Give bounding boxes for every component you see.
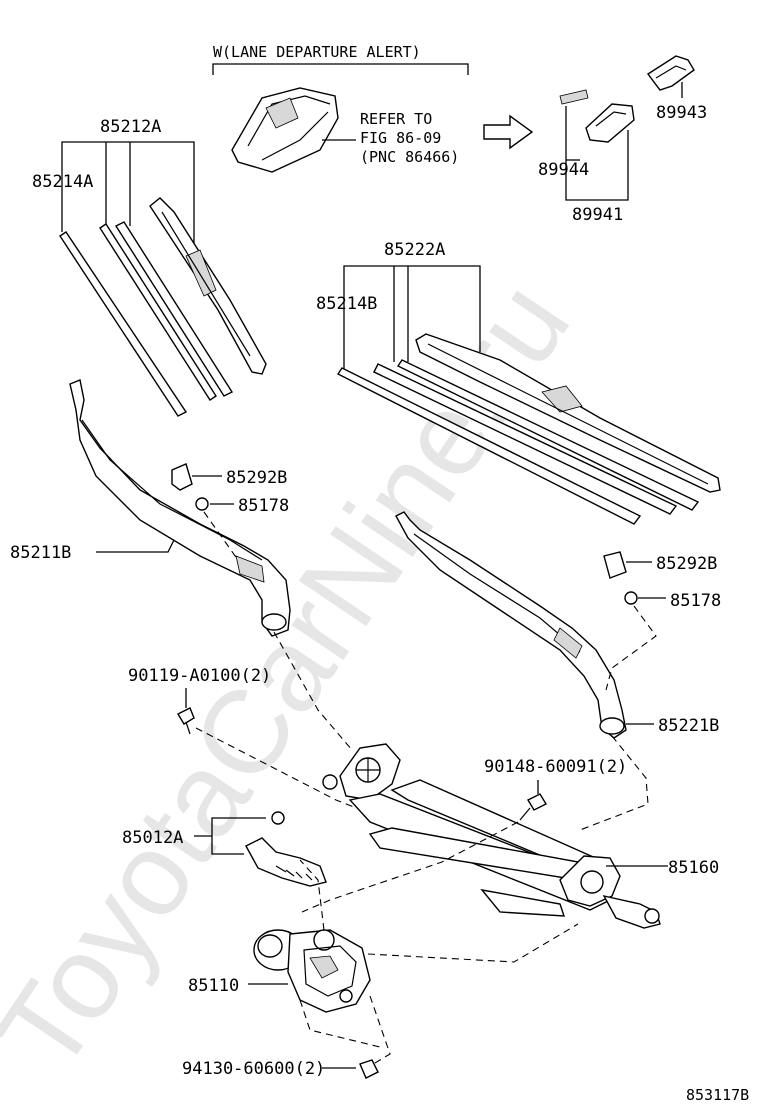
label-94130: 94130-60600(2) (182, 1059, 325, 1079)
cap-85292B-left (171, 463, 193, 491)
label-85012A: 85012A (122, 828, 183, 848)
pad-89944 (559, 89, 589, 105)
bracket-85212A-ticks (105, 142, 131, 226)
arrow-icon (483, 114, 534, 150)
wiper-arm-85211B (69, 379, 291, 637)
variant-label: W(LANE DEPARTURE ALERT) (213, 43, 421, 61)
bracket-85222A (343, 265, 481, 372)
label-90119: 90119-A0100(2) (128, 666, 271, 686)
wiper-arm-85221B (395, 511, 627, 739)
refer-text-3: (PNC 86466) (360, 148, 459, 166)
label-85211B: 85211B (10, 543, 71, 563)
blade-strip-1 (99, 223, 217, 401)
blade-strip-3 (373, 363, 678, 515)
nut-85178-right (624, 591, 638, 605)
dash-bolt-90148 (301, 821, 519, 913)
refill-85214A (59, 231, 188, 417)
bolt-90148 (519, 793, 547, 821)
label-89944: 89944 (538, 160, 589, 180)
label-85160: 85160 (668, 858, 719, 878)
wiper-motor-85110 (253, 929, 371, 1013)
clip-89943 (646, 55, 695, 91)
cap-85292B-right (603, 551, 627, 579)
label-85214B: 85214B (316, 294, 377, 314)
refill-85214B (336, 367, 642, 525)
nut-85178-left (195, 497, 209, 511)
dash-nut-left (203, 511, 239, 561)
label-85292B-1: 85292B (226, 468, 287, 488)
nut-94130 (359, 1059, 379, 1079)
refer-text-1: REFER TO (360, 110, 432, 128)
bracket-85212A (61, 141, 195, 246)
leader-85211B (96, 539, 175, 553)
label-85292B-2: 85292B (656, 554, 717, 574)
bracket-85012A (194, 817, 266, 855)
bracket-89941 (585, 103, 635, 143)
blade-strip-4 (396, 359, 700, 511)
label-89943: 89943 (656, 103, 707, 123)
label-89941: 89941 (572, 205, 623, 225)
figure-id: 853117B (686, 1086, 749, 1104)
bolt-90119 (177, 707, 195, 735)
label-90148: 90148-60091(2) (484, 757, 627, 777)
label-85221B: 85221B (658, 716, 719, 736)
label-85212A: 85212A (100, 117, 161, 137)
wiper-linkage-85160 (322, 743, 661, 929)
camera-cover-part (231, 87, 339, 173)
dash-motor-nut (369, 995, 391, 1067)
blade-85212A (149, 197, 267, 375)
dash-right-pivot (579, 735, 649, 831)
refer-text-2: FIG 86-09 (360, 129, 441, 147)
grommet-85012A (245, 837, 327, 887)
label-85214A: 85214A (32, 172, 93, 192)
label-85178-1: 85178 (238, 496, 289, 516)
label-85110: 85110 (188, 976, 239, 996)
label-85178-2: 85178 (670, 591, 721, 611)
dash-motor-right (367, 923, 579, 963)
bracket-89941-leader (565, 106, 629, 201)
label-85222A: 85222A (384, 240, 445, 260)
dash-left-pivot (273, 631, 353, 751)
bracket-85222A-ticks (393, 266, 409, 362)
blade-85222A (415, 333, 721, 493)
dash-motor-up (299, 859, 325, 931)
grommet-85012A-nut (271, 811, 285, 825)
dash-nut-right (605, 605, 657, 691)
blade-strip-2 (114, 221, 234, 397)
variant-bracket (212, 63, 469, 75)
